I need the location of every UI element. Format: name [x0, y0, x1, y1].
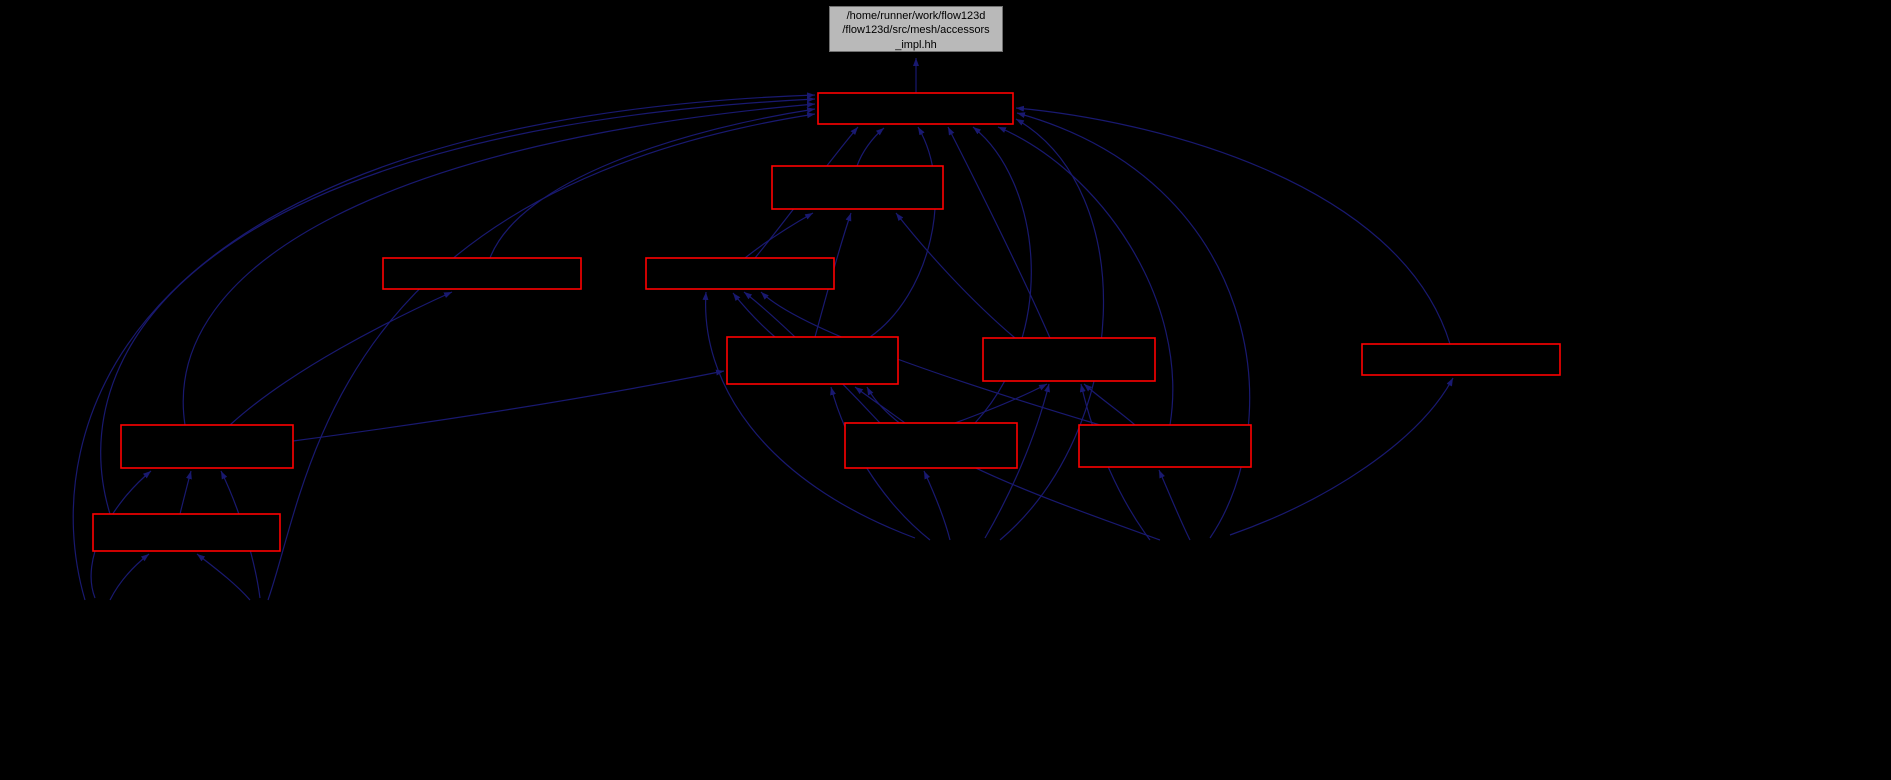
edges-layer — [72, 58, 1454, 601]
include-edge — [229, 291, 453, 426]
include-edge — [196, 553, 251, 601]
graph-node-n10[interactable] — [1078, 424, 1252, 468]
include-edge — [972, 126, 1032, 424]
graph-node-n6[interactable] — [982, 337, 1156, 382]
nodes-layer — [92, 92, 1561, 552]
graph-node-n7[interactable] — [1361, 343, 1561, 376]
graph-root-node: /home/runner/work/flow123d /flow123d/src… — [829, 6, 1003, 52]
include-edge — [1158, 469, 1191, 541]
graph-node-n1[interactable] — [817, 92, 1014, 125]
include-edge — [489, 107, 816, 259]
include-edge — [1016, 112, 1251, 539]
include-edge — [292, 369, 725, 442]
graph-node-n2[interactable] — [771, 165, 944, 210]
include-edge — [732, 292, 776, 338]
include-edge — [984, 383, 1050, 539]
include-edge — [999, 118, 1105, 541]
include-edge — [1229, 377, 1454, 536]
graph-node-n9[interactable] — [844, 422, 1018, 469]
include-edge — [267, 112, 816, 601]
include-edge — [109, 553, 150, 601]
include-edge — [947, 126, 1051, 339]
include-edge — [866, 386, 1161, 541]
include-edge — [100, 96, 816, 515]
graph-node-n8[interactable] — [120, 424, 294, 469]
include-edge — [1083, 383, 1136, 426]
include-edge — [1079, 383, 1151, 541]
graph-node-n5[interactable] — [726, 336, 899, 385]
graph-node-n4[interactable] — [645, 257, 835, 290]
include-edge — [923, 470, 951, 541]
include-edge — [954, 383, 1048, 424]
include-edge — [869, 126, 936, 338]
graph-node-n11[interactable] — [92, 513, 281, 552]
include-edge — [997, 126, 1174, 426]
include-edge — [179, 470, 192, 515]
include-edge — [702, 291, 916, 539]
include-edge — [182, 101, 816, 426]
include-edge — [1015, 105, 1451, 345]
include-edge — [856, 127, 885, 167]
graph-node-n3[interactable] — [382, 257, 582, 290]
include-edge — [895, 212, 1016, 339]
include-edge — [744, 212, 814, 259]
include-edge — [72, 92, 816, 601]
